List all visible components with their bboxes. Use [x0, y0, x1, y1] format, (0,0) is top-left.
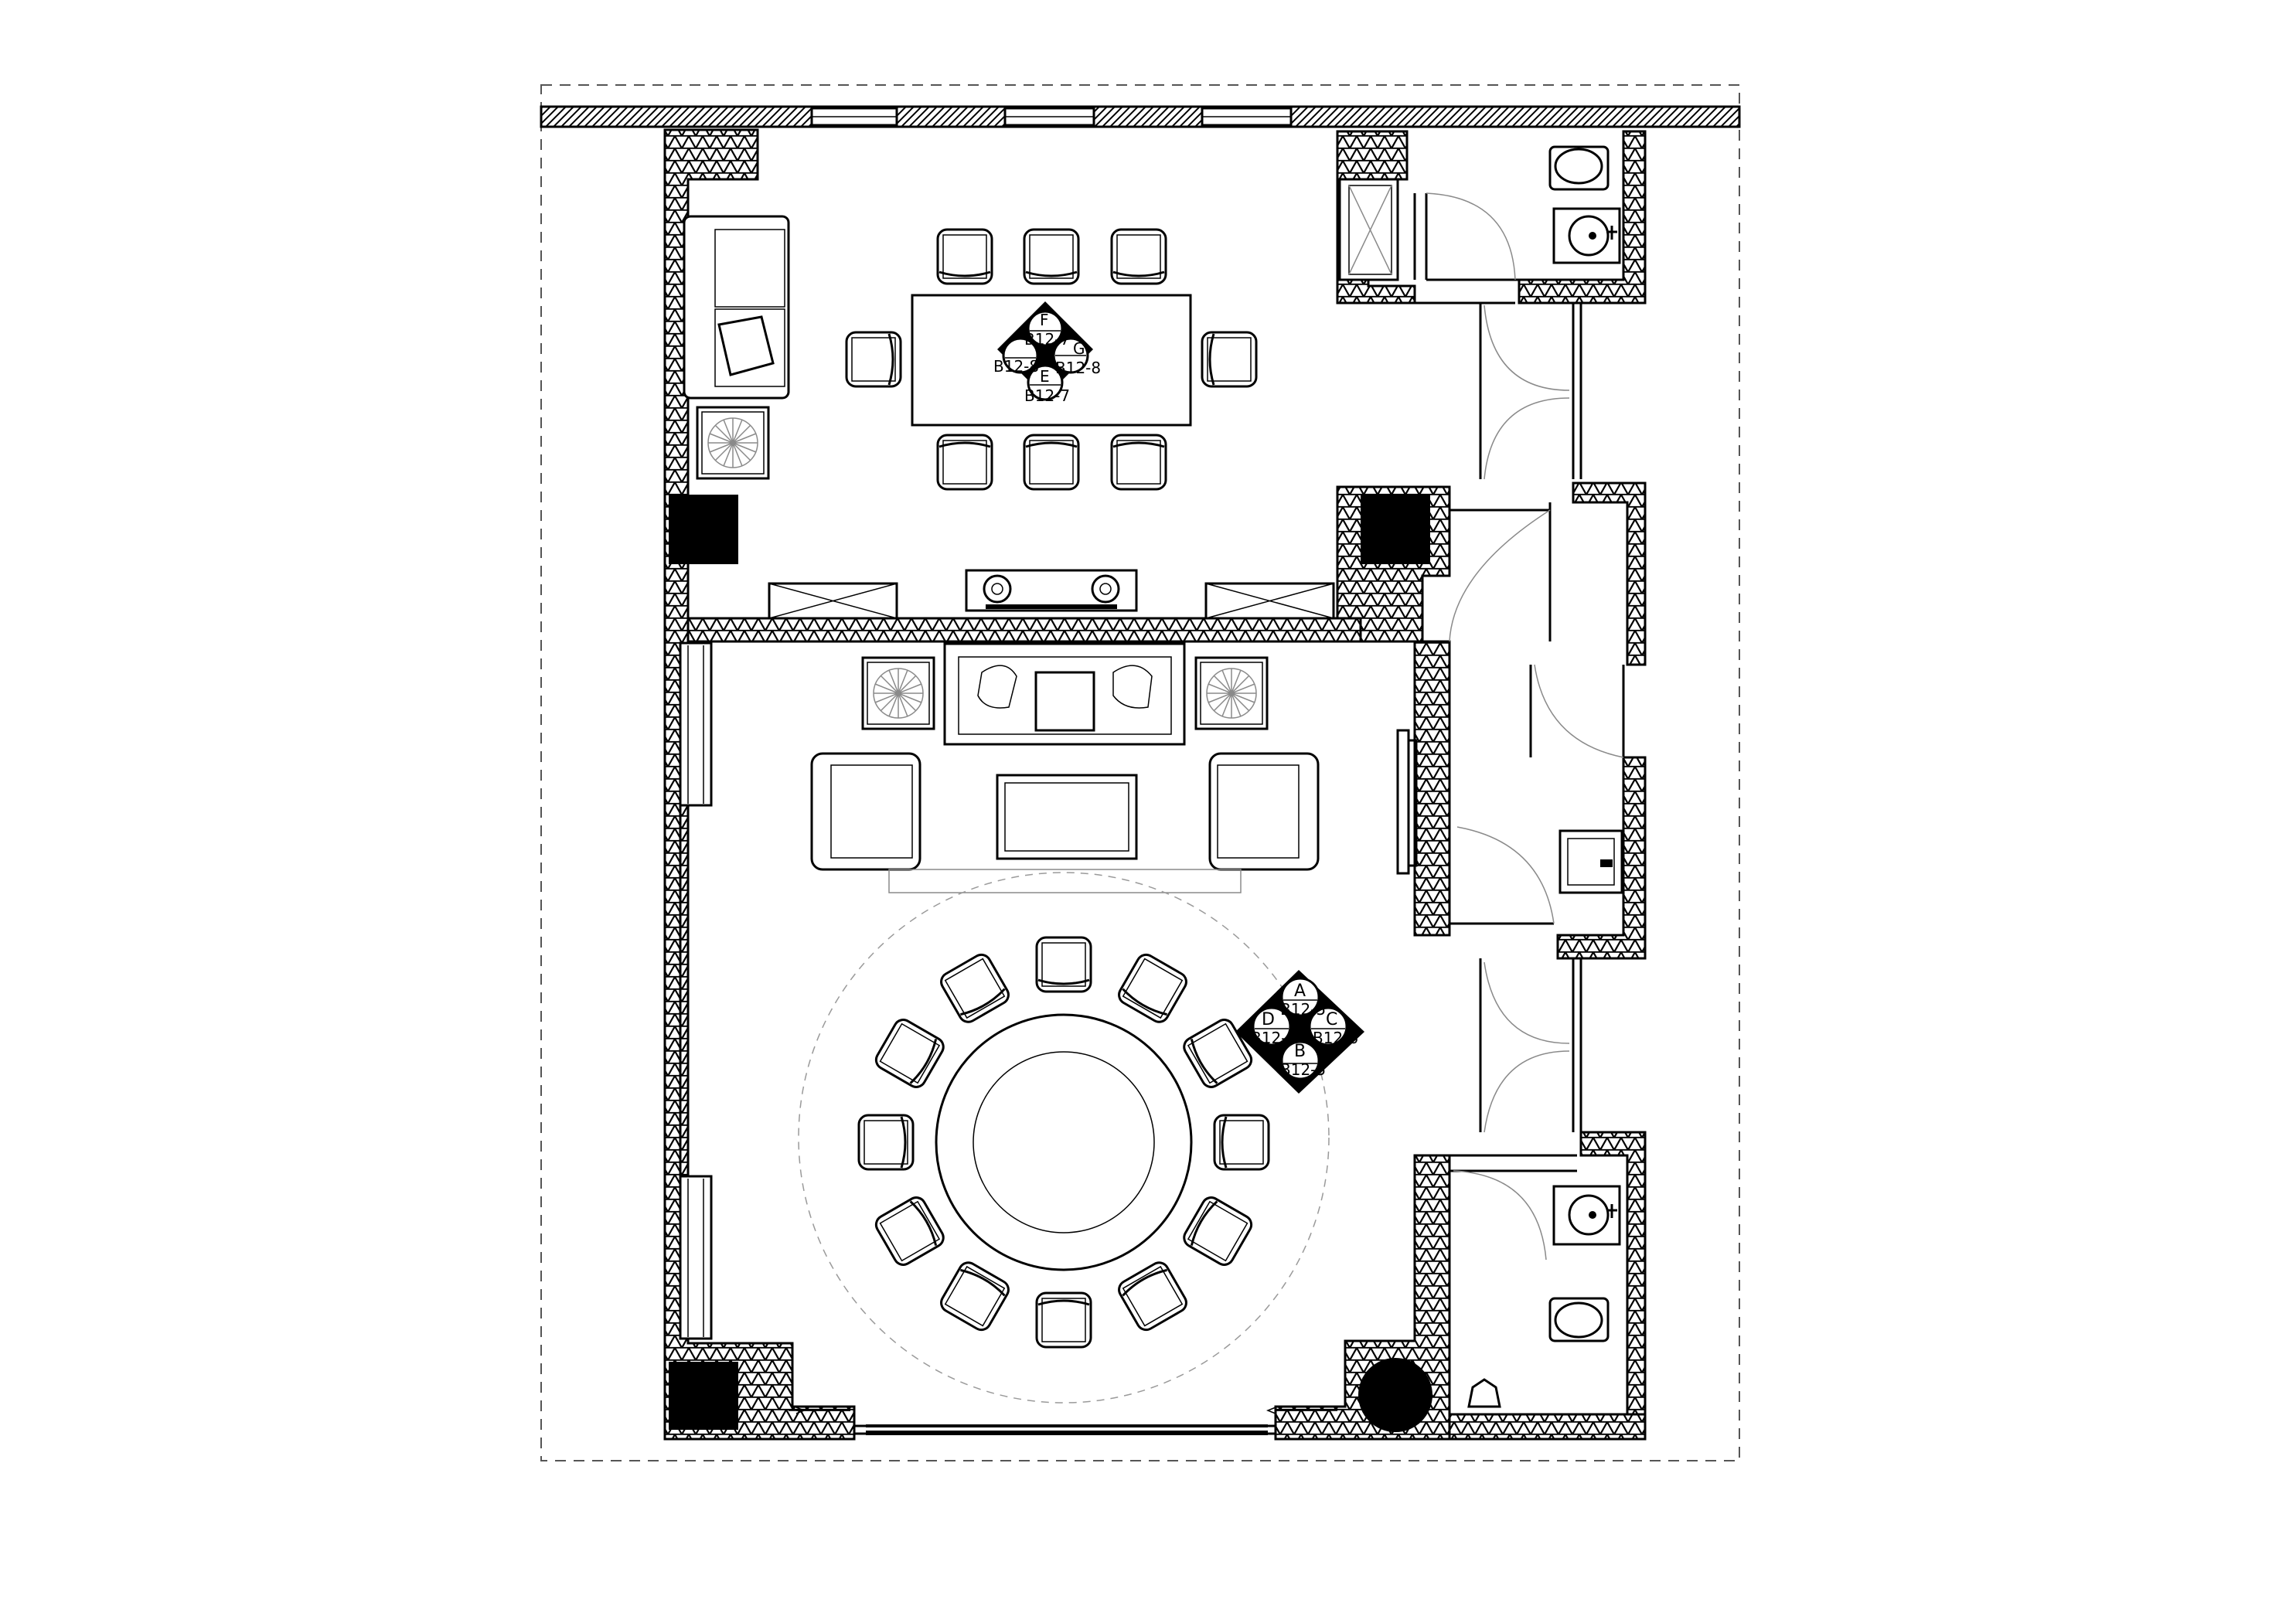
- shower-enclosure: [1338, 178, 1399, 281]
- elevation-tag-cluster-lower: A B12-5 C B12-6 B B12-5 D B12-6: [1235, 970, 1364, 1094]
- washbasin-middle: [1558, 829, 1623, 894]
- tag-code-left: B12-8: [993, 357, 1039, 376]
- round-table-chair: [871, 1193, 949, 1270]
- round-table-chair: [1179, 1193, 1256, 1270]
- sideboard-right: [1204, 582, 1335, 620]
- tag-code-b: B12-5: [1280, 1060, 1326, 1079]
- round-table-chair: [871, 1015, 949, 1092]
- tv-panel: [1396, 729, 1418, 875]
- round-table-chair: [1035, 1291, 1092, 1349]
- trash-bin: [1467, 1378, 1501, 1408]
- side-sofa: [683, 215, 790, 400]
- column: [1361, 495, 1430, 564]
- tag-code-bottom: B12-7: [1024, 386, 1070, 405]
- tag-code-c: B12-6: [1313, 1029, 1358, 1047]
- corridor-doors: [1448, 303, 1625, 1261]
- living-lamp-table-right: [1194, 656, 1269, 730]
- area-rug: [888, 869, 1242, 893]
- round-column: [1358, 1358, 1432, 1432]
- main-sofa: [943, 642, 1186, 746]
- column: [669, 1362, 738, 1430]
- tag-letter-b: B: [1294, 1042, 1306, 1061]
- side-lamp-table: [696, 406, 770, 480]
- coffee-table: [996, 774, 1138, 860]
- tag-letter-top: F: [1040, 311, 1049, 329]
- tag-letter-c: C: [1326, 1010, 1337, 1029]
- washbasin-upper: [1552, 207, 1621, 264]
- living-lamp-table-left: [861, 656, 935, 730]
- tag-letter-d: D: [1262, 1010, 1275, 1029]
- round-table-chair: [936, 1257, 1013, 1335]
- round-table-chair: [1213, 1114, 1270, 1171]
- round-table-chair: [857, 1114, 915, 1171]
- exterior-wall-bottom: [789, 1410, 1337, 1435]
- console-table: [965, 569, 1138, 612]
- armchair-right: [1208, 752, 1320, 871]
- toilet-upper: [1548, 145, 1610, 191]
- elevation-tag-cluster-upper: F B12-7 G B12-8 E B12-7 B12-8: [993, 301, 1101, 405]
- tag-letter-a: A: [1294, 982, 1306, 1001]
- round-table-chair: [1035, 936, 1092, 993]
- round-table-chair: [936, 950, 1013, 1027]
- tag-letter-bottom: E: [1040, 367, 1050, 386]
- round-table-chair: [1114, 950, 1191, 1027]
- round-table-clearance: [798, 872, 1330, 1404]
- site-boundary: [540, 84, 1740, 1461]
- sideboard-left: [768, 582, 898, 620]
- curtain-track-left: [795, 1407, 850, 1414]
- tag-code-right: B12-8: [1055, 359, 1101, 377]
- lazy-susan: [973, 1051, 1155, 1233]
- tag-code-a: B12-5: [1280, 1000, 1326, 1019]
- round-dining-table: [935, 1013, 1193, 1271]
- tag-code-d: B12-6: [1251, 1029, 1296, 1047]
- curtain-track-right: [1266, 1407, 1330, 1414]
- washbasin-lower: [1552, 1185, 1621, 1246]
- exterior-wall-top: [540, 105, 1741, 128]
- toilet-lower: [1548, 1297, 1610, 1342]
- armchair-left: [810, 752, 921, 871]
- column: [669, 495, 738, 564]
- tag-code-top: B12-7: [1024, 330, 1070, 349]
- round-table-chair: [1114, 1257, 1191, 1335]
- tag-letter-right: G: [1073, 339, 1085, 358]
